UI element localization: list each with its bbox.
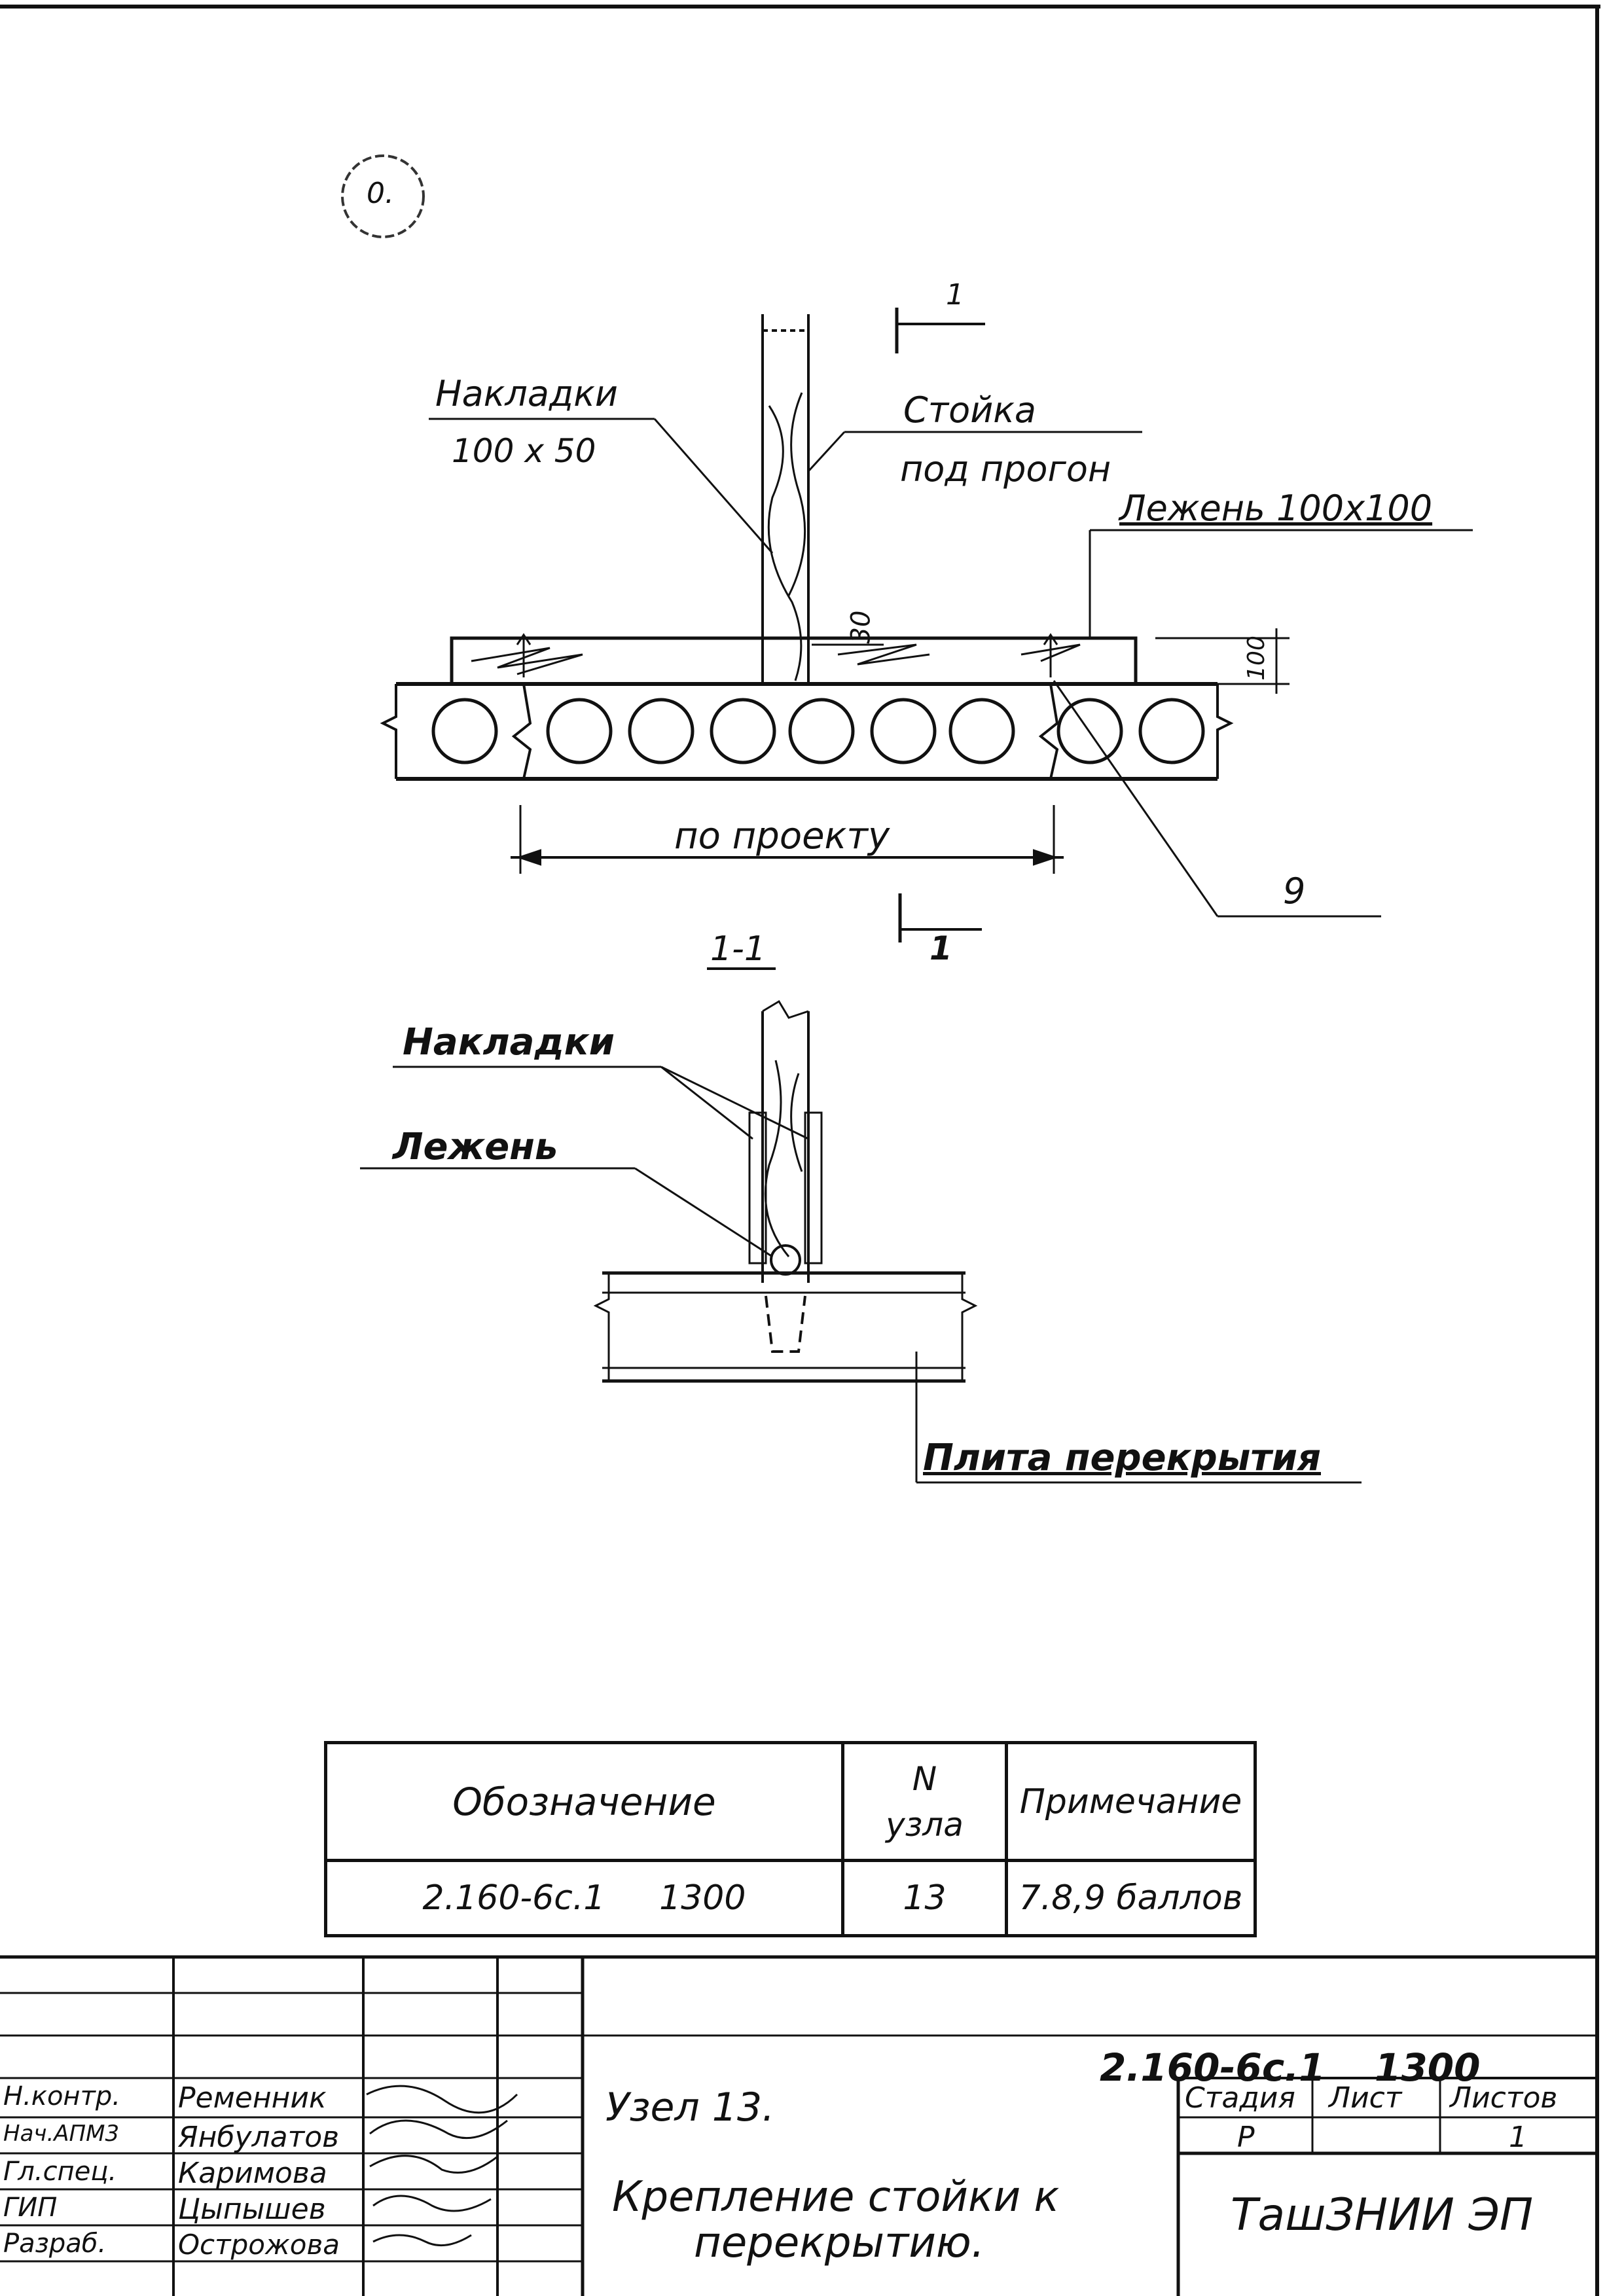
- doc-num: 1300: [1375, 2045, 1481, 2090]
- spec-header-node: N узла: [844, 1744, 1008, 1862]
- spec-header-designation: Обозначение: [327, 1744, 844, 1862]
- sheets-value: 1: [1509, 2121, 1527, 2154]
- dim-30: 30: [846, 610, 876, 644]
- stage-value: Р: [1237, 2121, 1255, 2154]
- signature-role: Нач.АПМ3: [3, 2121, 120, 2147]
- signature-name: Янбулатов: [178, 2121, 340, 2154]
- dim-100: 100: [1242, 636, 1270, 681]
- spec-cell-note: 7.8,9 баллов: [1019, 1878, 1243, 1918]
- label-nakladki-size: 100 x 50: [452, 432, 596, 470]
- stamp-mark: 0.: [367, 177, 394, 210]
- section-label-nakladki: Накладки: [403, 1021, 615, 1064]
- doc-code: 2.160-6с.1: [1100, 2045, 1326, 2090]
- spec-cell-designation: 2.160-6с.1 1300: [327, 1862, 844, 1934]
- signature-role: Гл.спец.: [3, 2157, 117, 2187]
- signature-name: Острожова: [178, 2229, 340, 2261]
- dim-span-label: по проекту: [674, 815, 890, 857]
- node-title: Узел 13.: [605, 2085, 775, 2130]
- signature-name: Каримова: [178, 2157, 327, 2190]
- title-block: 2.160-6с.1 1300 Узел 13. Крепление стойк…: [0, 1954, 1600, 2296]
- spec-header-note: Примечание: [1008, 1744, 1254, 1862]
- section-view: [360, 967, 1362, 1484]
- description-line2: перекрытию.: [694, 2219, 985, 2267]
- section-mark-bottom: 1: [929, 929, 952, 967]
- signature-name: Ременник: [178, 2081, 327, 2115]
- spec-table: Обозначение N узла Примечание 2.160-6с.1…: [324, 1741, 1257, 1937]
- section-label-lezhen: Лежень: [393, 1126, 558, 1168]
- section-mark-top: 1: [946, 278, 964, 312]
- signature-role: Н.контр.: [3, 2081, 120, 2111]
- label-stoyka: Стойка: [903, 389, 1037, 431]
- label-stoyka-sub: под прогон: [900, 448, 1111, 490]
- section-label-plita: Плита перекрытия: [923, 1437, 1321, 1479]
- sheet-label: Лист: [1329, 2081, 1402, 2115]
- spec-cell-node: 13: [844, 1862, 1008, 1934]
- label-lezhen: Лежень 100x100: [1119, 488, 1433, 529]
- stage-label: Стадия: [1185, 2081, 1295, 2115]
- section-title: 1-1: [710, 929, 766, 969]
- stamp-circle: [341, 154, 425, 238]
- description-line1: Крепление стойки к: [612, 2173, 1060, 2221]
- signature-name: Цыпышев: [178, 2193, 326, 2226]
- signature-role: Разраб.: [3, 2229, 107, 2259]
- title-block-grid: [0, 1955, 1597, 2296]
- label-9: 9: [1283, 870, 1306, 912]
- elevation-view: [380, 308, 1473, 942]
- sheets-label: Листов: [1450, 2081, 1558, 2115]
- organization: ТашЗНИИ ЭП: [1231, 2189, 1534, 2241]
- signature-role: ГИП: [3, 2193, 58, 2223]
- label-nakladki: Накладки: [435, 373, 618, 414]
